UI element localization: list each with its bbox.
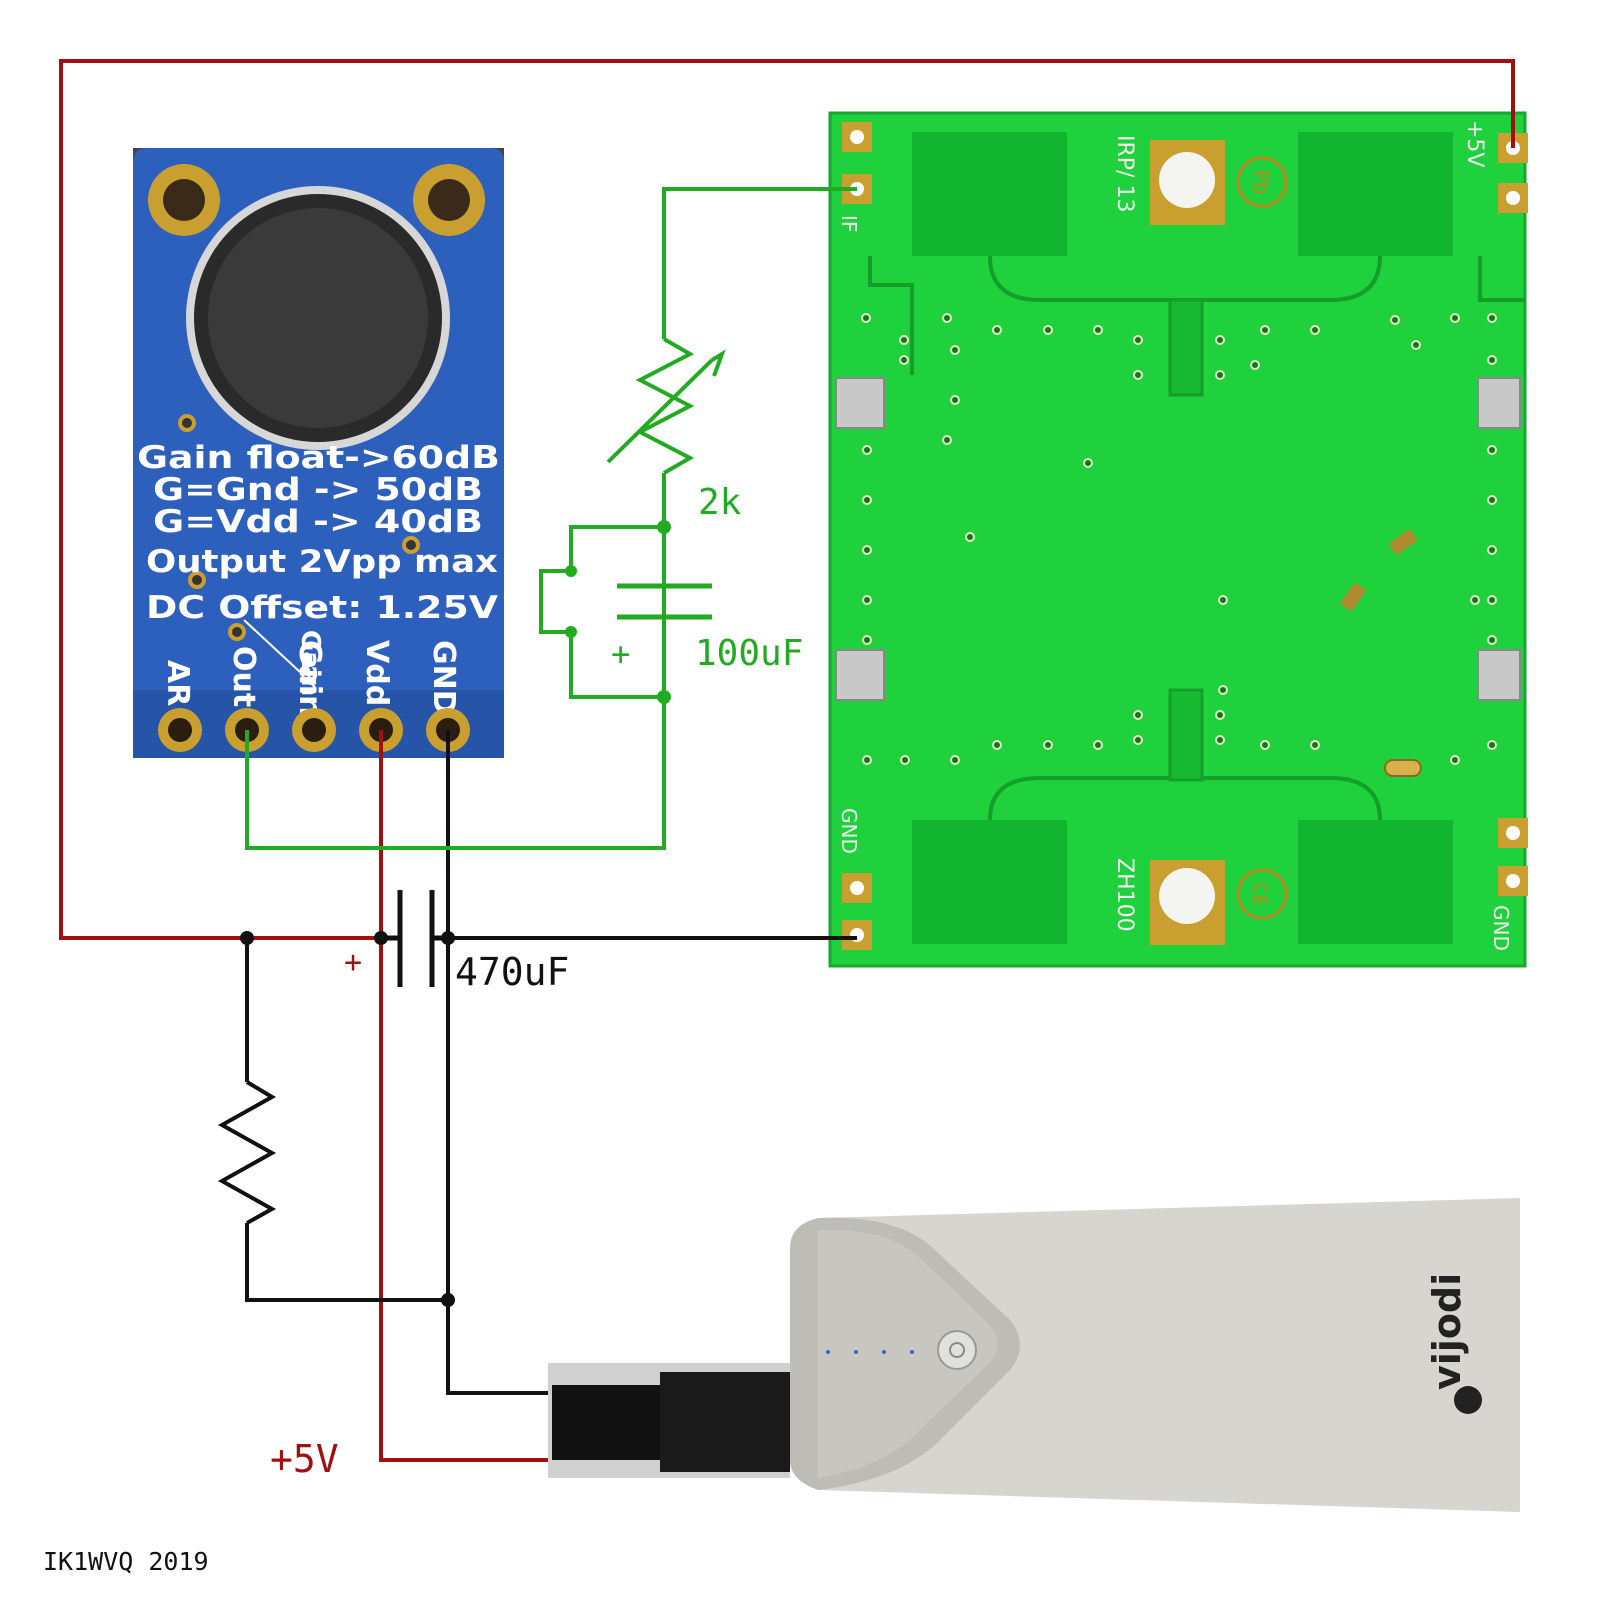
patch-antenna: [912, 820, 1067, 944]
power-button[interactable]: [937, 1330, 977, 1370]
radar-model-top: IRP/ 13: [1112, 135, 1137, 212]
patch-antenna: [912, 132, 1067, 256]
radar-pin-gnd-left-label: GND: [837, 808, 861, 854]
supply-label: +5V: [270, 1437, 339, 1481]
radar-board: Pb CE: [828, 111, 1528, 968]
mic-line-1: Gain float->60dB: [137, 440, 500, 476]
svg-text:Pb: Pb: [1249, 170, 1273, 195]
shield-clip: [1477, 649, 1521, 701]
mic-pin-gnd: GND: [426, 640, 461, 715]
mic-line-4: Output 2Vpp max: [146, 544, 498, 580]
mic-pin-ar: AR: [160, 660, 195, 706]
shield-clip: [835, 377, 885, 429]
mic-line-2: G=Gnd -> 50dB: [153, 472, 483, 508]
radar-model-bottom: ZH100: [1112, 858, 1137, 932]
shield-clip: [835, 649, 885, 701]
radar-pin-5v-label: +5V: [1462, 120, 1487, 167]
mic-line-3: G=Vdd -> 40dB: [153, 504, 483, 540]
cap-big-polarity: +: [344, 945, 362, 980]
cap-small-value-label: 100uF: [695, 633, 803, 674]
mic-line-5: DC Offset: 1.25V: [146, 590, 498, 626]
mic-pin-out: Out: [226, 646, 261, 707]
svg-text:CE: CE: [1249, 882, 1270, 906]
capacitor-470uf: [381, 890, 448, 987]
footer-credit: IK1WVQ 2019: [43, 1547, 209, 1576]
patch-antenna: [1298, 132, 1453, 256]
power-bank: vijodi: [548, 1198, 1520, 1512]
wire-5v: [59, 59, 1515, 1462]
mic-pin-gain: Gain: [292, 640, 327, 717]
mic-pin-vdd: Vdd: [359, 640, 394, 706]
powerbank-brand: vijodi: [1425, 1273, 1469, 1390]
trimmer-value-label: 2k: [698, 482, 742, 523]
cap-big-value-label: 470uF: [455, 950, 569, 994]
load-resistor: [217, 1080, 277, 1225]
mic-board: Gain float->60dB G=Gnd -> 50dB G=Vdd -> …: [133, 148, 504, 758]
battery-led-indicators: [826, 1350, 914, 1354]
wire-ground: [217, 730, 857, 1395]
cap-small-polarity: +: [611, 635, 630, 673]
radar-pin-if-label: IF: [837, 215, 861, 232]
shield-clip: [1477, 377, 1521, 429]
junction-dots: [240, 931, 455, 1307]
patch-antenna: [1298, 820, 1453, 944]
mic-gain-trace-label: Gain: [295, 630, 325, 696]
brand-logo-icon: [1454, 1386, 1482, 1414]
trimmer-resistor: [635, 337, 695, 475]
wire-signal: [245, 187, 857, 850]
radar-pin-gnd-right-label: GND: [1489, 905, 1513, 951]
signal-junction-dots: [565, 520, 671, 704]
